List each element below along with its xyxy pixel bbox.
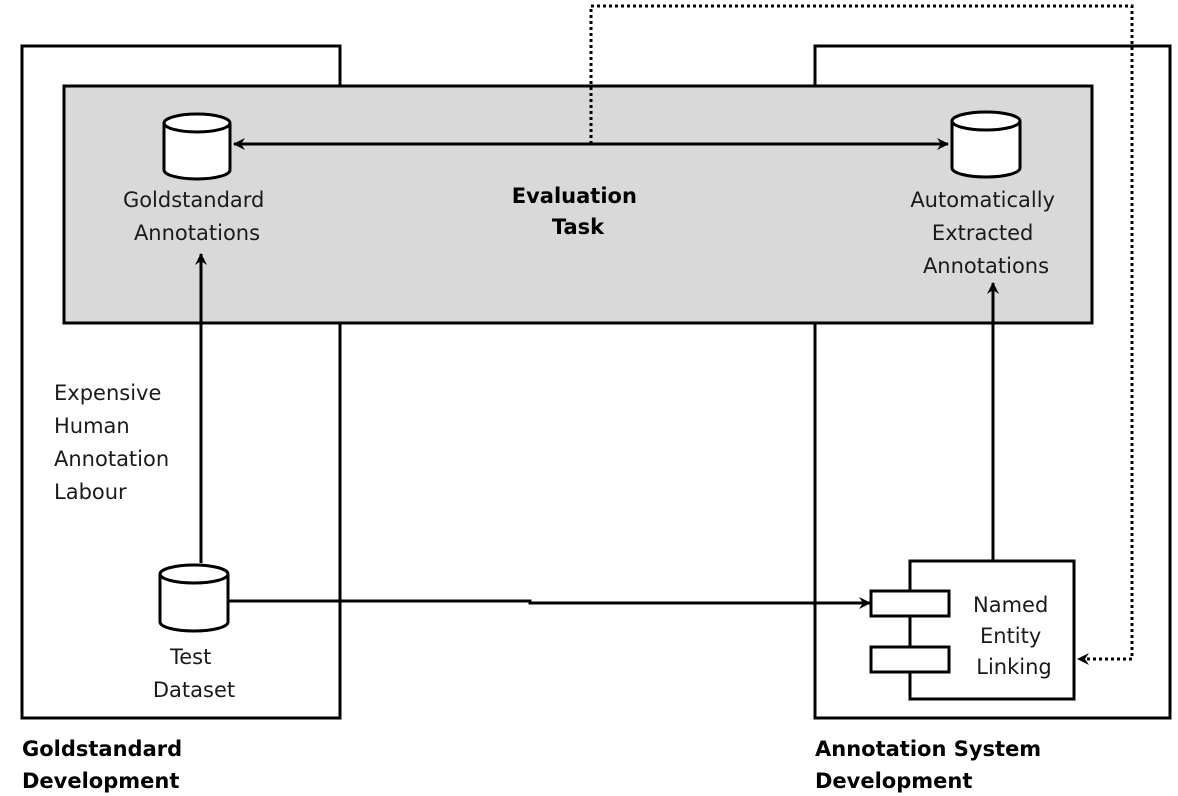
human-labour-label: Expensive Human Annotation Labour (54, 381, 176, 504)
dataset-to-nel-arrow (228, 597, 871, 609)
nel-component-icon (869, 559, 1076, 701)
test-dataset-label: Test Dataset (153, 645, 235, 702)
goldstandard-annotations-label: Goldstandard Annotations (123, 188, 271, 245)
goldstandard-development-box (20, 44, 342, 720)
annotation-system-development-box (813, 44, 1172, 720)
extracted-database-icon (950, 110, 1022, 179)
goldstandard-development-caption: Goldstandard Development (22, 737, 189, 793)
annotation-system-development-caption: Annotation System Development (815, 737, 1049, 793)
nel-component-label: Named Entity Linking (973, 593, 1055, 679)
test-dataset-database-icon (158, 563, 230, 633)
evaluation-task-box (62, 84, 1094, 325)
feedback-dotted-line (589, 4, 1134, 665)
goldstandard-database-icon (162, 112, 232, 181)
evaluation-task-label: Evaluation Task (512, 184, 644, 239)
extracted-annotations-label: Automatically Extracted Annotations (910, 188, 1061, 278)
